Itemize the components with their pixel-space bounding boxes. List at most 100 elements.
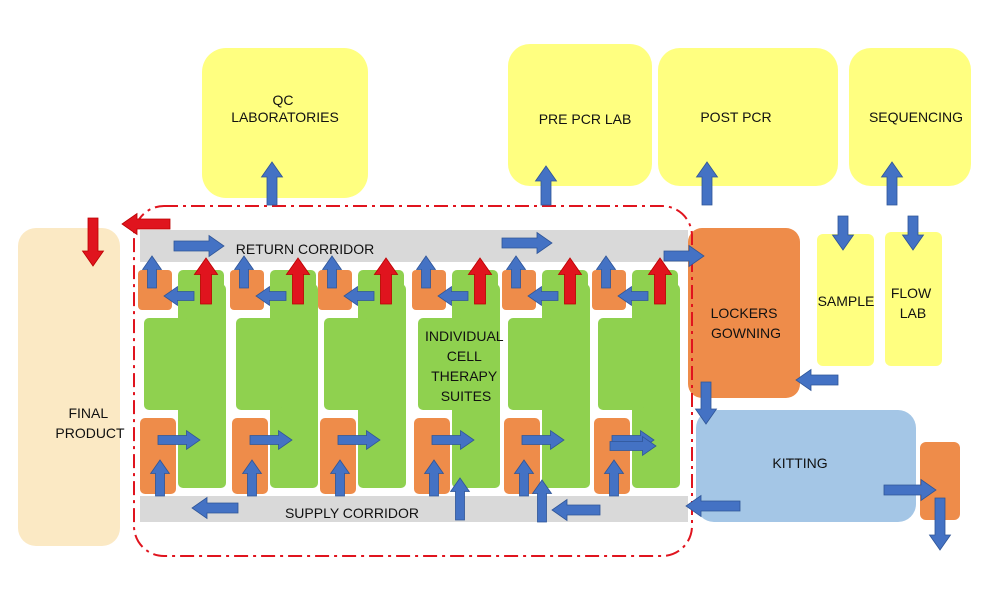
suite-2-return-up-arrow bbox=[233, 255, 255, 289]
post-pcr-up-arrow bbox=[695, 161, 719, 206]
flow-arrows bbox=[81, 161, 952, 551]
sample-label: SAMPLE bbox=[818, 293, 875, 309]
suite-2-exit-left-arrow bbox=[255, 285, 287, 307]
kitting-to-airlock-arrow bbox=[883, 478, 937, 502]
suite-6-red-up-arrow bbox=[647, 257, 673, 305]
suite-6-supply-up-arrow bbox=[603, 459, 625, 497]
suite-green-right bbox=[200, 284, 226, 488]
suite-return-airlock bbox=[138, 270, 172, 310]
suite-2-supply-right-arrow bbox=[249, 429, 293, 451]
supply-corridor-up-arrow bbox=[531, 479, 553, 523]
suite-green-mid bbox=[508, 318, 554, 410]
suite-4-exit-left-arrow bbox=[437, 285, 469, 307]
flow-lab-label: FLOW LAB bbox=[891, 285, 935, 321]
suite-1-red-up-arrow bbox=[193, 257, 219, 305]
suite-green-mid bbox=[324, 318, 370, 410]
return-to-final-arrow bbox=[121, 212, 171, 236]
kitting-to-supply-arrow bbox=[685, 494, 741, 518]
suite-return-airlock bbox=[502, 270, 536, 310]
suite-3 bbox=[318, 270, 406, 494]
suite-green-right bbox=[292, 284, 318, 488]
suite-2-supply-up-arrow bbox=[241, 459, 263, 497]
suite-5 bbox=[502, 270, 590, 494]
kitting-airlock bbox=[920, 442, 960, 520]
supply-corridor-label: SUPPLY CORRIDOR bbox=[285, 505, 419, 521]
qc-laboratories-box bbox=[202, 48, 368, 198]
suite-5-exit-left-arrow bbox=[527, 285, 559, 307]
final-down-arrow bbox=[81, 217, 105, 267]
sample-down-arrow bbox=[831, 215, 855, 251]
post-pcr-box bbox=[658, 48, 838, 186]
suite-2-red-up-arrow bbox=[285, 257, 311, 305]
suite-return-airlock bbox=[412, 270, 446, 310]
airlock-down-arrow bbox=[928, 497, 952, 551]
return-corridor-arrow-1 bbox=[173, 234, 225, 258]
qc-laboratories-label: QC LABORATORIES bbox=[231, 92, 339, 125]
flow-lab-box bbox=[885, 232, 942, 366]
return-corridor bbox=[140, 230, 688, 262]
suite-1-return-up-arrow bbox=[141, 255, 163, 289]
lockers-to-kitting-arrow bbox=[694, 381, 718, 425]
return-corridor-label: RETURN CORRIDOR bbox=[236, 241, 374, 257]
return-corridor-arrow-2 bbox=[501, 231, 553, 255]
return-to-lockers-arrow bbox=[663, 244, 705, 268]
sample-box bbox=[817, 234, 874, 366]
suite-1-exit-left-arrow bbox=[163, 285, 195, 307]
supply-corridor-left-arrow-2 bbox=[551, 498, 601, 522]
suite-5-red-up-arrow bbox=[557, 257, 583, 305]
cell-therapy-suites-label: INDIVIDUAL CELL THERAPY SUITES bbox=[425, 328, 507, 404]
qc-up-arrow bbox=[260, 161, 284, 206]
suite-green-right bbox=[564, 284, 590, 488]
final-product-label: FINAL PRODUCT bbox=[55, 405, 125, 441]
flow-lab-to-lockers-arrow bbox=[795, 368, 839, 392]
pre-pcr-lab-label: PRE PCR LAB bbox=[539, 111, 632, 127]
suite-modules bbox=[138, 270, 680, 494]
cleanroom-boundary bbox=[133, 205, 693, 557]
supply-corridor-left-arrow bbox=[191, 496, 239, 520]
suite-1 bbox=[138, 270, 226, 494]
suite-3-return-up-arrow bbox=[321, 255, 343, 289]
suite-2 bbox=[230, 270, 318, 494]
suite-5-return-up-arrow bbox=[505, 255, 527, 289]
sequencing-box bbox=[849, 48, 971, 186]
lockers-gowning-box bbox=[688, 228, 800, 398]
suite-return-airlock bbox=[592, 270, 626, 310]
suite-4-red-up-arrow bbox=[467, 257, 493, 305]
suite-4-supply-right-arrow bbox=[431, 429, 475, 451]
suite-green-mid bbox=[236, 318, 282, 410]
suite-6-entry-arrow bbox=[609, 435, 657, 457]
suite-1-supply-up-arrow bbox=[149, 459, 171, 497]
suite-green-mid bbox=[144, 318, 190, 410]
flow-lab-down-arrow bbox=[901, 215, 925, 251]
suite-3-red-up-arrow bbox=[373, 257, 399, 305]
suite-return-airlock bbox=[318, 270, 352, 310]
suite-6 bbox=[592, 270, 680, 494]
suite-return-airlock bbox=[230, 270, 264, 310]
suite-green-right bbox=[474, 284, 500, 488]
lockers-gowning-label: LOCKERS GOWNING bbox=[711, 305, 782, 341]
suite-green-mid bbox=[418, 318, 464, 410]
suite-3-supply-up-arrow bbox=[329, 459, 351, 497]
sequencing-label: SEQUENCING bbox=[869, 109, 963, 125]
suite-1-supply-right-arrow bbox=[157, 429, 201, 451]
pre-pcr-up-arrow bbox=[534, 165, 558, 206]
kitting-label: KITTING bbox=[772, 455, 827, 471]
suite-green-right bbox=[380, 284, 406, 488]
suite-green-right bbox=[654, 284, 680, 488]
suite-3-exit-left-arrow bbox=[343, 285, 375, 307]
supply-corridor-up-arrow-2 bbox=[449, 477, 471, 521]
post-pcr-label: POST PCR bbox=[700, 109, 771, 125]
suite-4-supply-up-arrow bbox=[423, 459, 445, 497]
sequencing-up-arrow bbox=[880, 161, 904, 206]
suite-6-return-up-arrow bbox=[595, 255, 617, 289]
final-product-box bbox=[18, 228, 120, 546]
suite-4-return-up-arrow bbox=[415, 255, 437, 289]
suite-3-supply-right-arrow bbox=[337, 429, 381, 451]
pre-pcr-lab-box bbox=[508, 44, 652, 186]
kitting-box bbox=[696, 410, 916, 522]
suite-5-supply-right-arrow bbox=[521, 429, 565, 451]
suite-5-supply-up-arrow bbox=[513, 459, 535, 497]
suite-green-mid bbox=[598, 318, 644, 410]
